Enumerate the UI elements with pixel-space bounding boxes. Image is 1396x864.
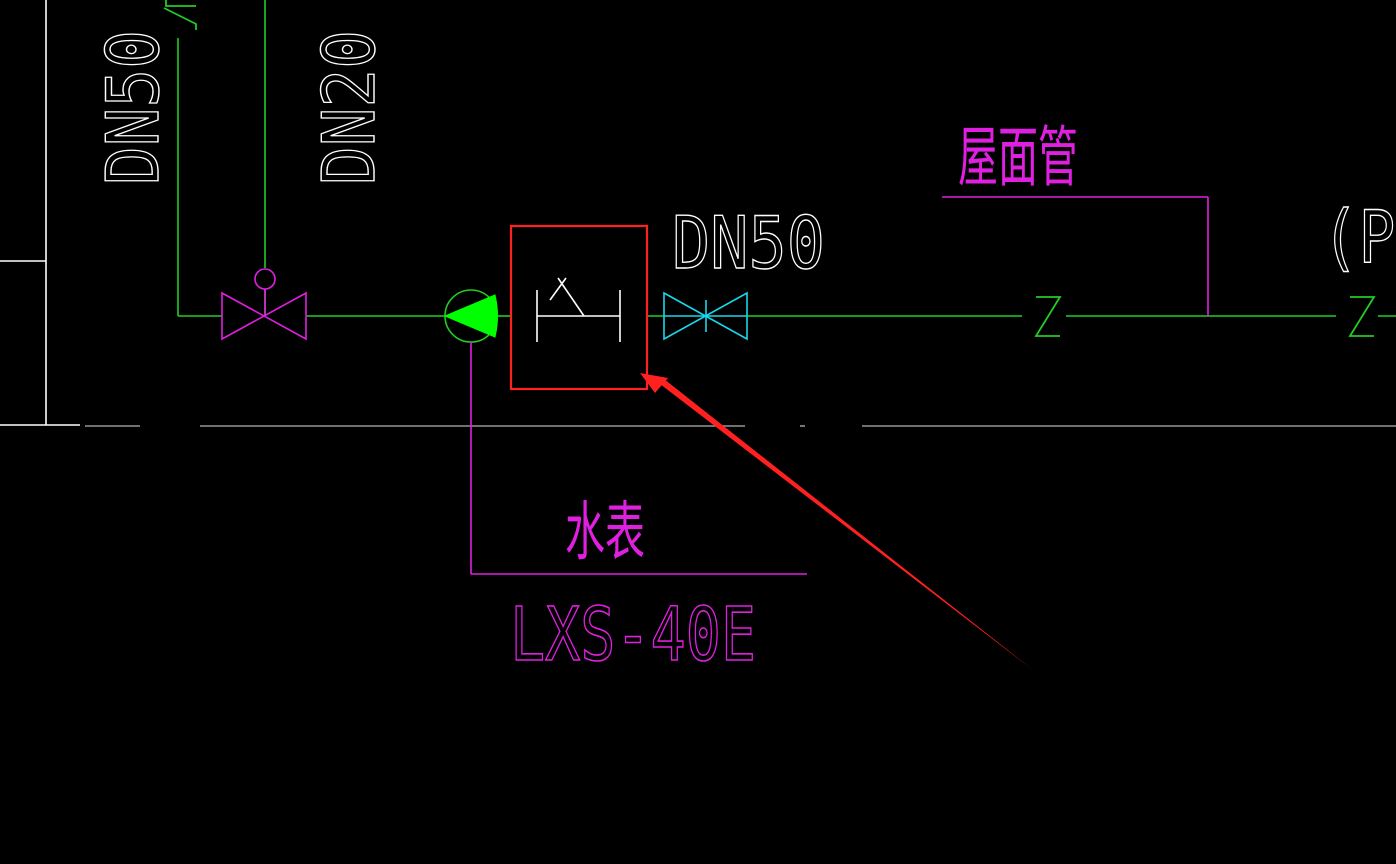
label-dn20-vertical: DN20 <box>307 30 391 185</box>
label-dn50-vertical-group: DN50 <box>90 29 175 185</box>
red-arrow-icon <box>640 373 1033 670</box>
left-wall-lines <box>0 0 80 426</box>
meter-leader-line <box>470 342 807 575</box>
green-pipe-network <box>177 0 1396 317</box>
pipe-z-marker-2 <box>1348 296 1376 337</box>
label-water-meter: 水表 <box>565 496 645 570</box>
label-dn50-horizontal: DN50 <box>672 201 825 285</box>
pipe-z-marker-1 <box>1034 296 1062 337</box>
valve-bowtie-icon <box>221 268 307 341</box>
label-meter-model: LXS-40E <box>510 592 756 678</box>
roof-pipe-leader <box>942 196 1209 316</box>
label-partial-pt: (PT <box>1322 195 1396 279</box>
pipe-z-marker-top <box>163 0 197 30</box>
label-dn50-vertical: DN50 <box>91 30 175 185</box>
label-dn20-vertical-group: DN20 <box>306 29 391 185</box>
water-meter-icon <box>443 289 498 343</box>
cyan-valve-icon <box>663 291 748 341</box>
check-valve-icon <box>536 277 621 342</box>
highlight-box <box>509 224 649 391</box>
label-roof-pipe: 屋面管 <box>958 119 1078 196</box>
